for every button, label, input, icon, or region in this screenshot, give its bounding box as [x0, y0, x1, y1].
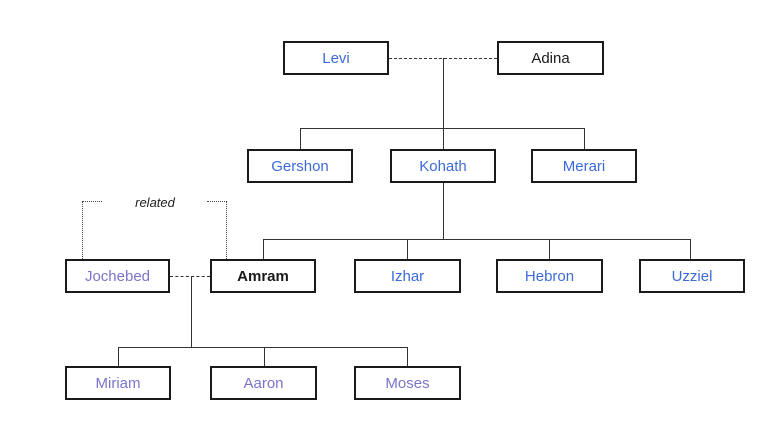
- drop-miriam: [118, 347, 119, 366]
- person-node-gershon[interactable]: Gershon: [247, 149, 353, 183]
- drop-aaron: [264, 347, 265, 366]
- person-node-jochebed[interactable]: Jochebed: [65, 259, 170, 293]
- person-name: Jochebed: [84, 267, 151, 285]
- person-node-moses[interactable]: Moses: [354, 366, 461, 400]
- drop-amram: [263, 239, 264, 259]
- related-bracket-right-arm: [207, 201, 227, 202]
- person-name: Uzziel: [671, 267, 713, 285]
- marriage-line-jochebed-amram: [170, 276, 210, 277]
- drop-izhar: [407, 239, 408, 259]
- sibling-bus-gen4: [118, 347, 407, 348]
- person-name: Hebron: [524, 267, 575, 285]
- person-name: Amram: [237, 267, 289, 285]
- drop-moses: [407, 347, 408, 366]
- sibling-bus-gen2: [300, 128, 584, 129]
- person-name: Levi: [322, 49, 350, 67]
- related-bracket-right-drop: [226, 201, 227, 259]
- person-name: Kohath: [419, 157, 467, 175]
- person-name: Gershon: [271, 157, 329, 175]
- drop-hebron: [549, 239, 550, 259]
- person-name: Moses: [385, 374, 430, 392]
- person-name: Aaron: [243, 374, 284, 392]
- person-name: Merari: [562, 157, 606, 175]
- person-node-merari[interactable]: Merari: [531, 149, 637, 183]
- person-name: Izhar: [390, 267, 425, 285]
- person-node-kohath[interactable]: Kohath: [390, 149, 496, 183]
- person-node-adina: Adina: [497, 41, 604, 75]
- drop-merari: [584, 128, 585, 149]
- descent-stem-jochebed-amram: [191, 276, 192, 347]
- person-node-aaron[interactable]: Aaron: [210, 366, 317, 400]
- related-bracket-left-arm: [82, 201, 102, 202]
- drop-gershon: [300, 128, 301, 149]
- person-node-hebron[interactable]: Hebron: [496, 259, 603, 293]
- person-node-miriam[interactable]: Miriam: [65, 366, 171, 400]
- person-name: Miriam: [95, 374, 141, 392]
- related-bracket-left-drop: [82, 201, 83, 259]
- person-node-levi[interactable]: Levi: [283, 41, 389, 75]
- drop-uzziel: [690, 239, 691, 259]
- descent-stem-levi-adina: [443, 58, 444, 149]
- person-name: Adina: [531, 49, 570, 67]
- related-label: related: [135, 195, 175, 210]
- person-node-amram: Amram: [210, 259, 316, 293]
- descent-stem-kohath: [443, 183, 444, 239]
- person-node-izhar[interactable]: Izhar: [354, 259, 461, 293]
- sibling-bus-gen3: [263, 239, 690, 240]
- person-node-uzziel[interactable]: Uzziel: [639, 259, 745, 293]
